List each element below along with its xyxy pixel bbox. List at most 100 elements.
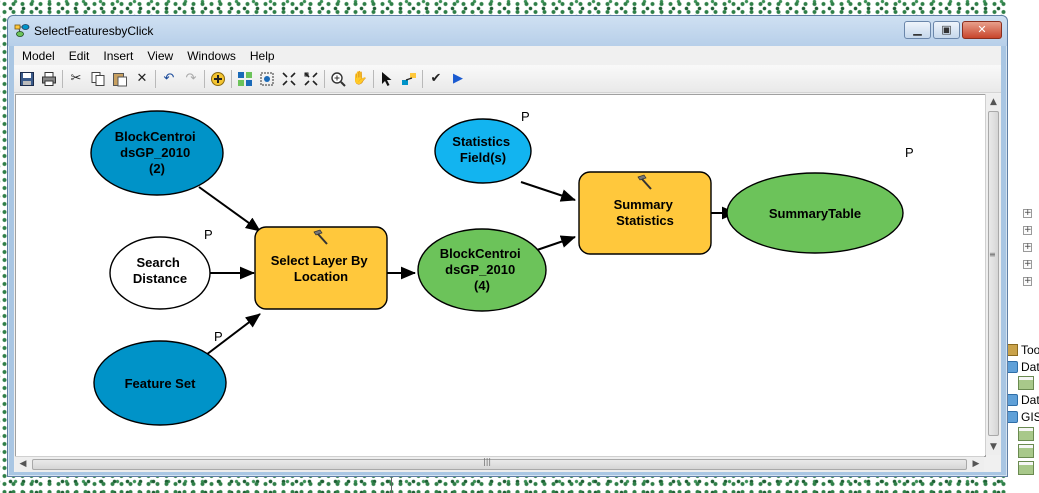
connector-arrow <box>536 235 576 251</box>
connect-icon[interactable] <box>400 70 418 88</box>
minimize-icon: ▁ <box>913 23 922 36</box>
node-summary-table[interactable]: SummaryTable P <box>726 145 914 254</box>
toc-item[interactable] <box>1018 460 1034 476</box>
toolbar-separator <box>324 69 325 88</box>
node-label-line: dsGP_2010 <box>120 145 190 160</box>
toolbar-separator <box>204 69 205 88</box>
scroll-left-icon[interactable]: ◀ <box>19 459 27 469</box>
scroll-down-icon[interactable]: ▼ <box>990 442 997 452</box>
zoom-out-fixed-icon[interactable] <box>302 70 320 88</box>
menu-view[interactable]: View <box>147 48 174 63</box>
copy-icon[interactable] <box>89 70 107 88</box>
auto-layout-icon[interactable] <box>236 70 254 88</box>
menu-edit[interactable]: Edit <box>68 48 90 63</box>
delete-icon[interactable]: ✕ <box>136 71 148 86</box>
expand-icon[interactable]: + <box>1023 276 1032 286</box>
table-icon <box>1018 444 1034 458</box>
title-bar[interactable]: SelectFeaturesbyClick ▁ ▣ ✕ <box>8 16 1007 46</box>
node-block-centroids-4[interactable]: BlockCentroi dsGP_2010 (4) <box>417 228 547 312</box>
scroll-thumb[interactable] <box>988 111 999 436</box>
toc-item[interactable]: GIS <box>1006 409 1039 425</box>
node-label-line: (4) <box>474 278 490 293</box>
menu-help[interactable]: Help <box>249 48 275 63</box>
run-icon[interactable]: ▶ <box>453 71 463 86</box>
menu-windows[interactable]: Windows <box>187 48 236 63</box>
toc-item-label: GIS <box>1021 410 1039 424</box>
menu-bar: Model Edit Insert View Windows Help <box>14 46 1001 65</box>
pan-icon[interactable]: ✋ <box>351 71 369 86</box>
model-diagram: BlockCentroi dsGP_2010 (2) Search Distan… <box>90 109 914 426</box>
zoom-in-icon[interactable] <box>329 70 347 88</box>
node-block-centroids-2[interactable]: BlockCentroi dsGP_2010 (2) <box>90 110 224 196</box>
toc-item[interactable] <box>1018 426 1034 442</box>
model-canvas[interactable]: BlockCentroi dsGP_2010 (2) Search Distan… <box>15 94 986 457</box>
vertical-scrollbar[interactable]: ▲ ≡ ▼ <box>985 94 1001 455</box>
validate-icon[interactable]: ✔ <box>430 71 442 86</box>
node-statistics-fields[interactable]: Statistics Field(s) P <box>434 109 532 184</box>
derived-data-ellipse <box>417 228 547 312</box>
map-divider <box>391 470 392 493</box>
node-label-line: Location <box>294 269 348 284</box>
derived-data-ellipse <box>726 172 904 254</box>
cut-icon[interactable]: ✂ <box>70 71 82 86</box>
node-label-line: Statistics <box>452 134 510 149</box>
toc-item[interactable] <box>1018 443 1034 459</box>
table-icon <box>1018 461 1034 475</box>
node-search-distance[interactable]: Search Distance P <box>109 227 213 310</box>
toc-item[interactable]: Dat <box>1006 359 1039 375</box>
menu-model[interactable]: Model <box>22 48 55 63</box>
toc-item[interactable]: Too <box>1006 342 1039 358</box>
node-feature-set[interactable]: Feature Set P <box>93 329 227 426</box>
node-select-layer-by-location[interactable]: Select Layer By Location <box>254 226 388 310</box>
minimize-button[interactable]: ▁ <box>904 21 931 39</box>
parameter-marker: P <box>204 227 213 242</box>
expand-icon[interactable]: + <box>1023 225 1032 235</box>
node-label-line: Distance <box>133 271 187 286</box>
expand-icon[interactable]: + <box>1023 259 1032 269</box>
window-client: Model Edit Insert View Windows Help ✂ ✕ <box>14 46 1001 472</box>
expand-icon[interactable]: + <box>1023 208 1032 218</box>
toolbar-separator <box>373 69 374 88</box>
window-title: SelectFeaturesbyClick <box>34 24 154 38</box>
toc-item[interactable] <box>1018 375 1034 391</box>
paste-icon[interactable] <box>111 70 129 88</box>
toolbar-separator <box>231 69 232 88</box>
close-button[interactable]: ✕ <box>962 21 1002 39</box>
node-label-line: BlockCentroi <box>440 246 521 261</box>
node-label-line: (2) <box>149 161 165 176</box>
scroll-right-icon[interactable]: ▶ <box>972 459 980 469</box>
table-icon <box>1018 376 1034 390</box>
node-label-line: Search <box>137 255 180 270</box>
hammer-icon <box>637 174 652 190</box>
scroll-thumb[interactable] <box>32 459 967 470</box>
connector-arrow <box>198 186 261 232</box>
scroll-up-icon[interactable]: ▲ <box>990 97 997 107</box>
node-summary-statistics[interactable]: Summary Statistics <box>578 171 712 255</box>
expand-icon[interactable]: + <box>1023 242 1032 252</box>
zoom-in-fixed-icon[interactable] <box>280 70 298 88</box>
parameter-marker: P <box>905 145 914 160</box>
save-icon[interactable] <box>18 70 36 88</box>
input-data-ellipse <box>90 110 224 196</box>
parameter-marker: P <box>521 109 530 124</box>
node-label: Select Layer By Location <box>271 253 371 284</box>
full-extent-icon[interactable] <box>258 70 276 88</box>
toc-item[interactable]: Dat <box>1006 392 1039 408</box>
model-app-icon <box>14 24 30 37</box>
print-icon[interactable] <box>40 70 58 88</box>
horizontal-scrollbar[interactable]: ◀ ||| ▶ <box>15 456 984 472</box>
parameter-marker: P <box>214 329 223 344</box>
add-data-icon[interactable] <box>209 70 227 88</box>
undo-icon[interactable]: ↶ <box>163 71 175 86</box>
scroll-grip-icon: ≡ <box>989 250 996 259</box>
maximize-button[interactable]: ▣ <box>933 21 960 39</box>
node-label: Statistics Field(s) <box>452 134 513 165</box>
toolbar-separator <box>155 69 156 88</box>
menu-insert[interactable]: Insert <box>103 48 134 63</box>
select-icon[interactable] <box>378 70 396 88</box>
toc-item-label: Dat <box>1021 393 1039 407</box>
close-icon: ✕ <box>977 23 987 36</box>
table-icon <box>1018 427 1034 441</box>
tool-rectangle <box>254 226 388 310</box>
redo-icon[interactable]: ↷ <box>185 71 197 86</box>
